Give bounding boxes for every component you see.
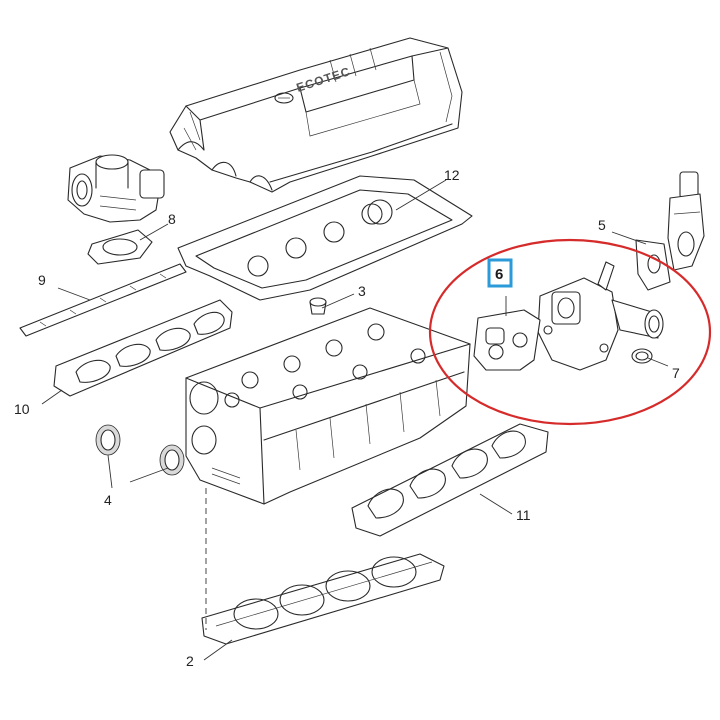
thermostat-housing: [537, 261, 664, 371]
label-part-10: 10: [14, 401, 30, 417]
cylinder-head: [185, 307, 471, 505]
throttle-gasket: [87, 229, 153, 265]
label-part-9: 9: [38, 272, 46, 288]
valve-cover: ECOTEC: [169, 37, 463, 193]
thermostat-housing-gasket: [473, 309, 541, 371]
egr-gasket: [635, 239, 671, 291]
label-part-4: 4: [104, 492, 112, 508]
leader-lines: [41, 179, 669, 661]
highlight-callout-box: [487, 258, 513, 288]
part-labels: 2 3 4 5 6 7 8 9 10 11 12: [14, 167, 680, 669]
valve-cover-gasket: [177, 175, 473, 301]
label-part-12: 12: [444, 167, 460, 183]
label-part-2: 2: [186, 653, 194, 669]
label-part-3: 3: [358, 283, 366, 299]
intake-manifold-gasket: [53, 299, 233, 397]
exhaust-manifold-gasket: [351, 423, 549, 537]
label-part-8: 8: [168, 211, 176, 227]
label-part-5: 5: [598, 217, 606, 233]
label-part-6: 6: [495, 266, 503, 283]
label-part-11: 11: [516, 507, 531, 523]
highlight-ring: [428, 238, 712, 426]
thermostat-o-ring: [631, 348, 653, 364]
egr-valve: [667, 171, 705, 271]
thin-strip-gasket: [19, 263, 187, 337]
spark-plug-tube-seal: [309, 297, 327, 315]
logo-emblem: [274, 92, 294, 104]
label-part-7: 7: [672, 365, 680, 381]
head-gasket: [201, 553, 445, 645]
camshaft-seals: [95, 424, 185, 476]
throttle-body: [67, 154, 165, 223]
